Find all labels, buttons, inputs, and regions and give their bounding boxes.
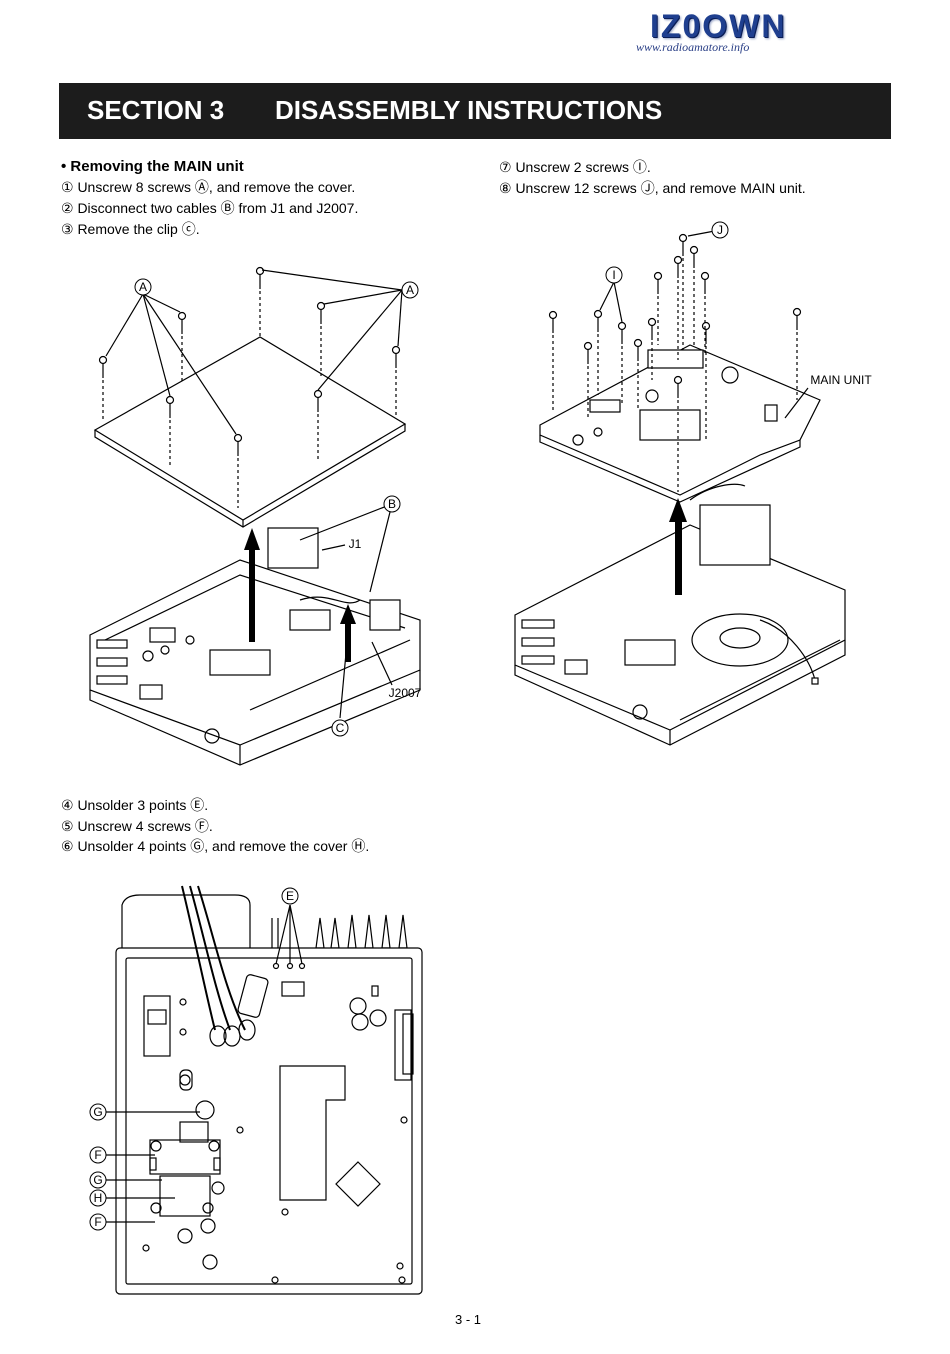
label-f-bottom: F <box>94 1215 101 1229</box>
step-1: ① Unscrew 8 screws Ⓐ, and remove the cov… <box>61 179 356 195</box>
label-e: E <box>286 889 294 903</box>
site-logo: IZ0OWN www.radioamatore.info <box>636 8 852 54</box>
page-number: 3 - 1 <box>455 1312 482 1327</box>
bottom-view-diagram: E G F G H F <box>89 885 423 1295</box>
label-j1: J1 <box>349 537 362 551</box>
cover-removal-diagram: A A B C J1 J2007 <box>89 266 422 766</box>
label-a-right: A <box>406 283 414 297</box>
label-g-top: G <box>93 1105 102 1119</box>
label-j2007: J2007 <box>389 686 422 700</box>
section-title: DISASSEMBLY INSTRUCTIONS <box>275 95 663 125</box>
main-unit-removal-diagram: I J MAIN UNIT <box>514 221 872 746</box>
step-5: ⑤ Unscrew 4 screws Ⓕ. <box>61 818 213 834</box>
section-number: SECTION 3 <box>87 95 225 125</box>
label-main-unit: MAIN UNIT <box>810 373 872 387</box>
label-j: J <box>717 223 723 237</box>
label-a-left: A <box>139 280 147 294</box>
screw-icons <box>548 233 802 492</box>
logo-callsign: IZ0OWN <box>650 8 787 44</box>
label-i: I <box>612 268 615 282</box>
step-3: ③ Remove the clip ⓒ. <box>61 221 200 237</box>
label-h: H <box>94 1191 103 1205</box>
label-c: C <box>336 721 345 735</box>
procedure-heading: • Removing the MAIN unit <box>61 158 244 175</box>
logo-website: www.radioamatore.info <box>636 40 750 54</box>
step-8: ⑧ Unscrew 12 screws Ⓙ, and remove MAIN u… <box>499 180 806 196</box>
screw-icons <box>98 266 401 508</box>
label-f-top: F <box>94 1148 101 1162</box>
step-7: ⑦ Unscrew 2 screws Ⓘ. <box>499 159 651 175</box>
label-b: B <box>388 497 396 511</box>
label-g-bottom: G <box>93 1173 102 1187</box>
step-6: ⑥ Unsolder 4 points Ⓖ, and remove the co… <box>61 838 370 854</box>
section-header: SECTION 3 DISASSEMBLY INSTRUCTIONS <box>59 83 891 139</box>
step-4: ④ Unsolder 3 points Ⓔ. <box>61 797 209 813</box>
step-2: ② Disconnect two cables Ⓑ from J1 and J2… <box>61 200 359 216</box>
